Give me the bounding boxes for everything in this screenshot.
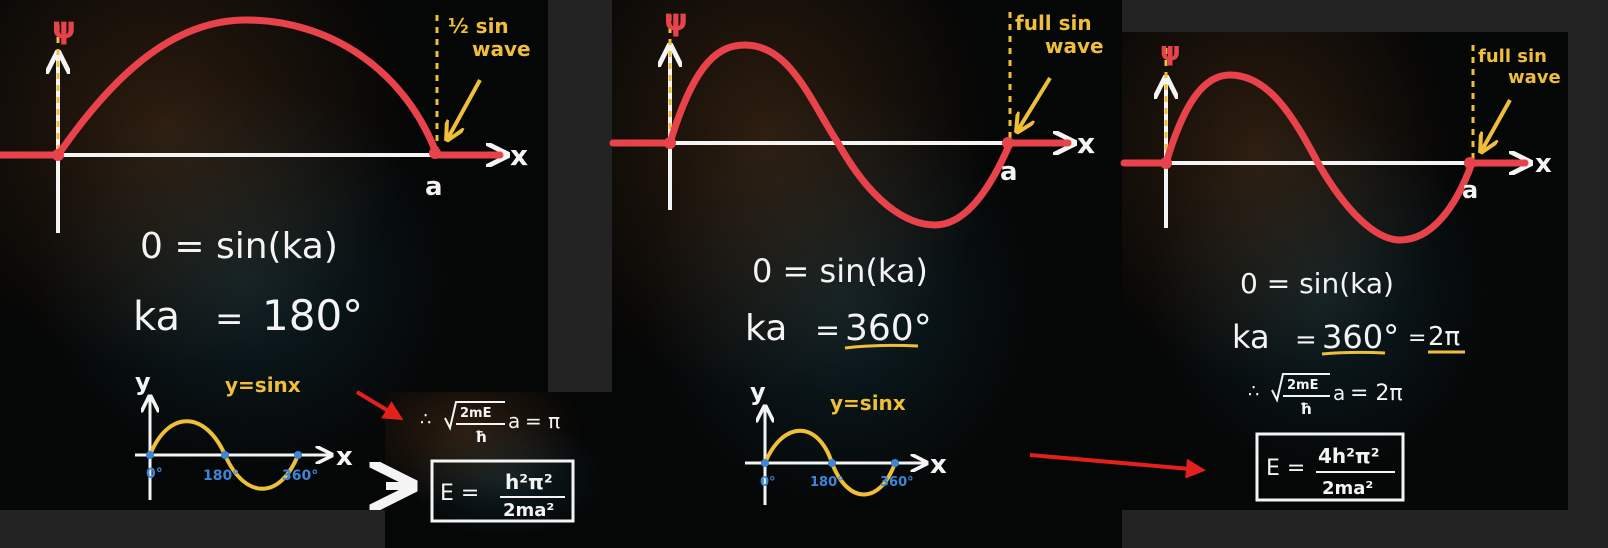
sketch-title: y=sinx (830, 391, 906, 415)
equation-a: a (1333, 381, 1345, 405)
red-arrow (355, 390, 404, 421)
equation-equals: = (815, 313, 840, 348)
node-point (52, 149, 64, 161)
x-axis-label: x (1535, 149, 1552, 179)
a-label: a (1462, 176, 1478, 204)
pointer-arrow (1482, 99, 1512, 150)
note-line-2: wave (472, 37, 531, 61)
equation-ka: ka (1232, 318, 1270, 356)
wavefunction-curve (1120, 71, 1529, 244)
psi-label: ψ (52, 11, 76, 46)
sqrt-sign (1271, 373, 1330, 403)
equation-sin: 0 = sin(ka) (140, 226, 338, 267)
equation-rhs: = 2π (1350, 381, 1403, 406)
tick-360: 360° (880, 475, 914, 490)
sketch-title: y=sinx (225, 373, 301, 397)
pointer-arrow (448, 79, 482, 138)
equation-ka: ka (745, 308, 787, 349)
tick-360: 360° (282, 468, 318, 484)
sketch-point (146, 451, 154, 459)
panel-2: ψ x a full sin wave 0 = sin(ka) ka = 360… (609, 3, 1104, 505)
underline (1321, 350, 1386, 356)
sketch-x-label: x (336, 442, 353, 472)
box-numerator: h²π² (505, 470, 553, 494)
equation-two-pi: 2π (1428, 322, 1460, 352)
long-red-arrow (1029, 453, 1206, 479)
fraction-denominator: ħ (1300, 400, 1312, 418)
tick-180: 180° (203, 468, 239, 484)
x-axis-label: x (1077, 127, 1095, 160)
note-line-1: full sin (1015, 11, 1092, 35)
sketch-point (761, 459, 769, 467)
underline (844, 343, 919, 350)
therefore-symbol: ∴ (1248, 381, 1259, 402)
wavefunction-curve (0, 16, 504, 159)
inset-derivation: ∴ 2mE ħ a = π E = h²π² 2ma² (355, 390, 575, 523)
x-axis-label: x (510, 139, 528, 172)
tick-180: 180° (810, 475, 844, 490)
sketch-y-label: y (750, 378, 766, 406)
sqrt-inner: 2mE (460, 406, 491, 421)
box-denominator: 2ma² (1322, 478, 1373, 499)
node-point (1160, 157, 1172, 169)
equation-equals: = (1295, 325, 1317, 355)
psi-label: ψ (1160, 37, 1181, 67)
note-line-1: ½ sin (448, 14, 509, 38)
sketch-y-label: y (135, 368, 151, 396)
a-label: a (1000, 157, 1018, 187)
panel-3-background (1122, 32, 1568, 510)
result-box (430, 459, 575, 523)
fraction-denominator: ħ (475, 428, 487, 446)
sketch-point (891, 459, 899, 467)
equation-sin: 0 = sin(ka) (752, 252, 928, 290)
sketch-x-label: x (930, 450, 947, 480)
equation-equals: = (215, 299, 244, 339)
a-label: a (425, 172, 443, 202)
psi-label: ψ (664, 3, 688, 38)
node-point (1464, 157, 1476, 169)
equation-equals-2: = (1408, 326, 1426, 351)
equation-a: a (508, 409, 520, 433)
sqrt-inner: 2mE (1287, 378, 1318, 393)
node-point (429, 147, 441, 159)
note-line-2: wave (1508, 67, 1561, 88)
node-point (1002, 137, 1014, 149)
box-E: E = (440, 481, 479, 506)
panel-3: ψ x a full sin wave 0 = sin(ka) ka = 360… (1120, 37, 1561, 502)
box-numerator: 4h²π² (1318, 444, 1380, 468)
box-denominator: 2ma² (503, 500, 554, 521)
node-point (664, 137, 676, 149)
panel-1: ψ x a ½ sin wave 0 = sin(ka) ka = 180° y… (0, 11, 531, 500)
equation-angle: 360° (1322, 318, 1399, 356)
panel-1-background (0, 0, 548, 510)
inset-background (385, 392, 652, 548)
wavefunction-curve (609, 41, 1072, 229)
sketch-point (828, 459, 836, 467)
equation-angle: 360° (845, 308, 932, 349)
sine-sketch: y y=sinx x 0° 180° 360° (745, 378, 947, 505)
tick-0: 0° (760, 475, 776, 490)
pointer-arrow (1018, 76, 1052, 130)
box-E: E = (1266, 456, 1305, 481)
equation-angle: 180° (262, 291, 363, 340)
note-line-1: full sin (1478, 46, 1547, 67)
sqrt-sign (444, 401, 505, 431)
equation-rhs: = π (525, 409, 560, 433)
result-box (1255, 432, 1405, 502)
note-line-2: wave (1045, 34, 1104, 58)
sketch-point (294, 451, 302, 459)
therefore-symbol: ∴ (420, 409, 431, 430)
sketch-point (221, 451, 229, 459)
equation-ka: ka (133, 294, 180, 340)
equation-sin: 0 = sin(ka) (1240, 267, 1394, 300)
sine-sketch: y y=sinx x 0° 180° 360° (135, 368, 353, 500)
tick-0: 0° (146, 466, 163, 482)
